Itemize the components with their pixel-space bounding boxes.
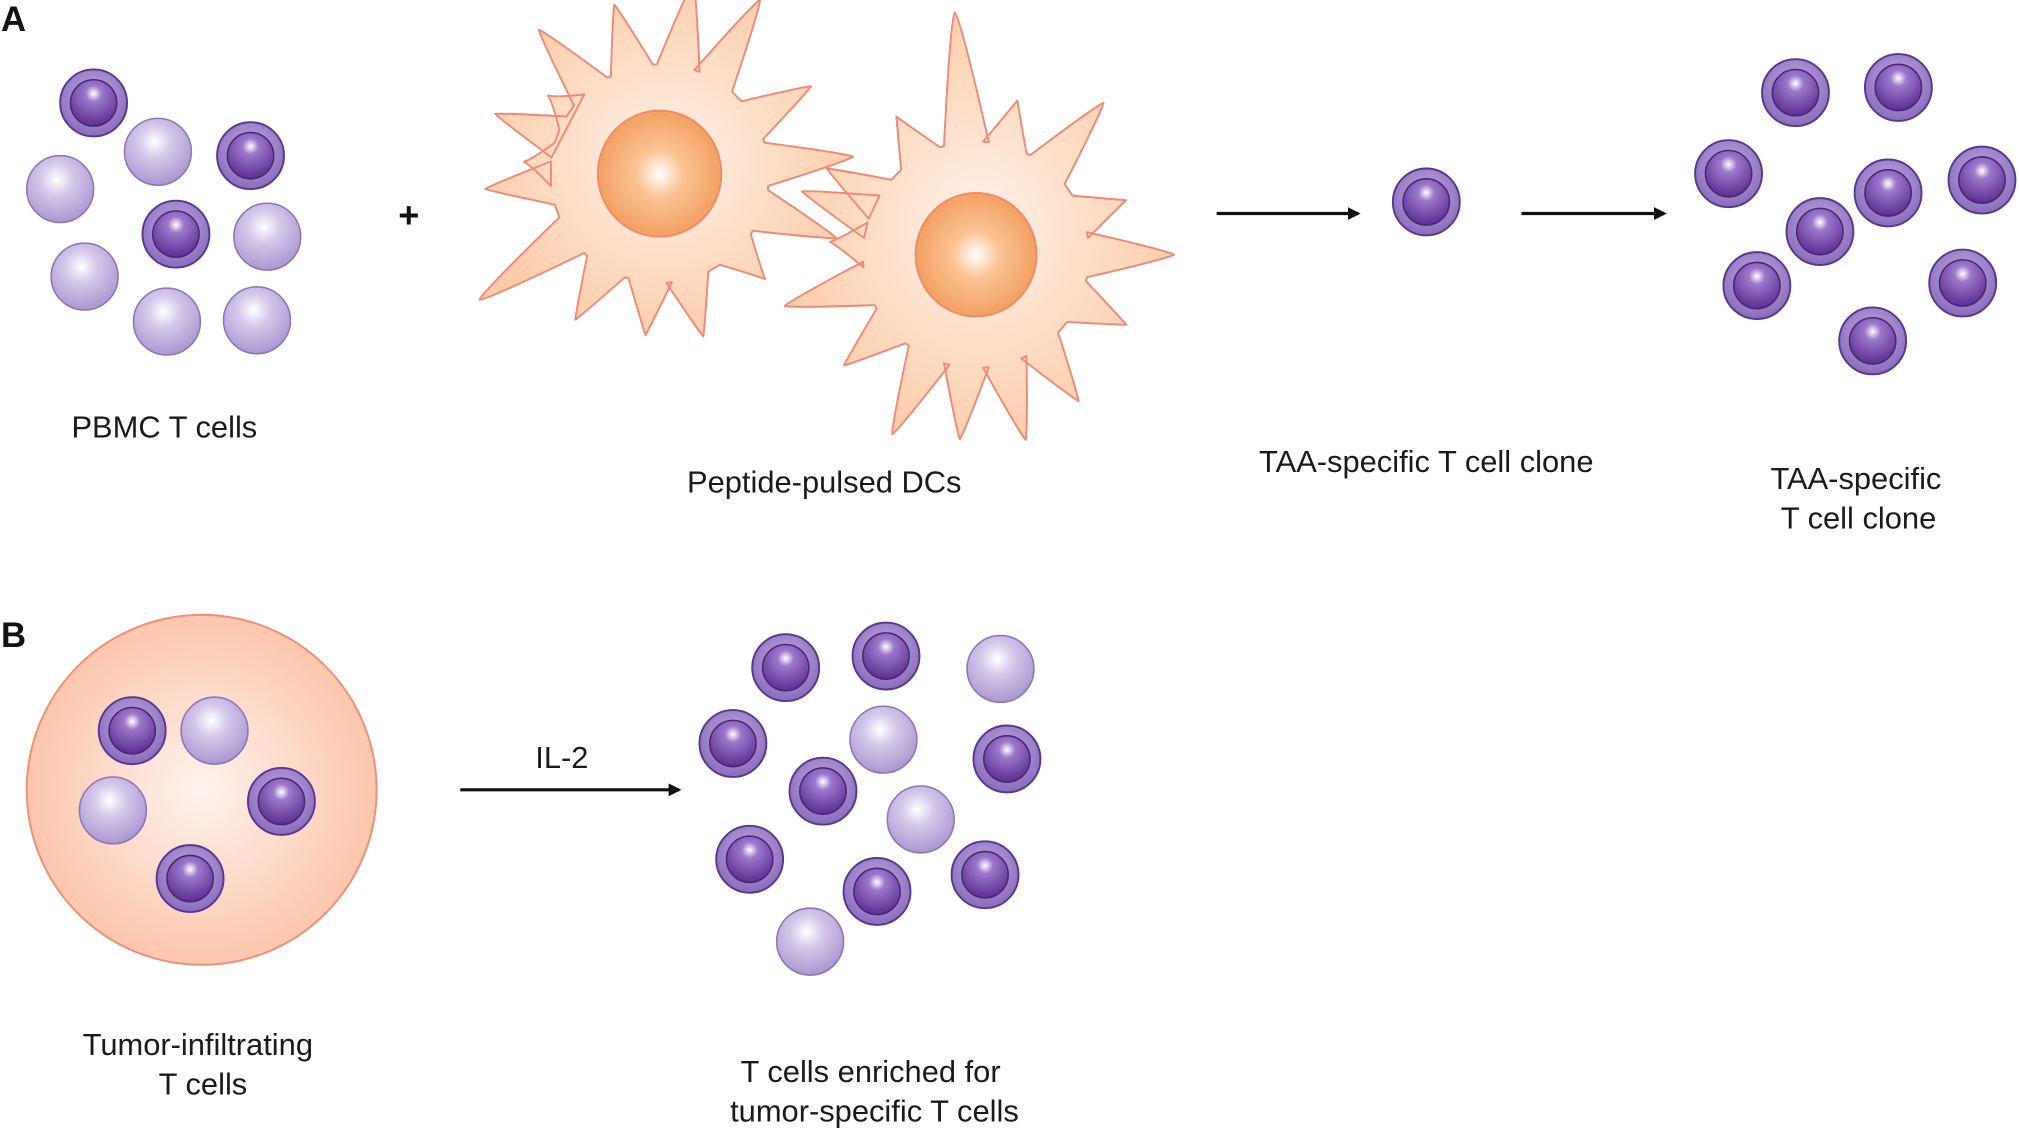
- pbmc-label: PBMC T cells: [71, 409, 257, 444]
- t-cell-light: [233, 202, 302, 271]
- dendritic-cell-1: [478, 0, 855, 338]
- t-cell-specific: [1928, 248, 1998, 318]
- t-cell-specific: [698, 709, 768, 778]
- t-cell-specific: [97, 696, 167, 766]
- t-cell-light: [50, 242, 119, 311]
- t-cell-specific: [842, 857, 912, 926]
- t-cell-light: [886, 785, 955, 854]
- t-cell-specific: [715, 824, 785, 894]
- t-cell-specific: [59, 68, 129, 138]
- t-cell-specific: [216, 121, 285, 191]
- dc-nucleus: [914, 191, 1038, 318]
- t-cell-light: [849, 705, 918, 774]
- il2-label: IL-2: [535, 740, 588, 775]
- panel-label-a: A: [1, 1, 26, 39]
- t-cell-light: [132, 287, 202, 356]
- t-cell-specific: [247, 766, 316, 836]
- dendritic-cells: [478, 0, 1176, 441]
- enriched-label-line2: tumor-specific T cells: [730, 1094, 1019, 1129]
- enriched-label-line1: T cells enriched for: [741, 1054, 1001, 1089]
- panel-label-b: B: [1, 617, 26, 655]
- t-cell-specific: [155, 844, 225, 913]
- t-cell-specific: [788, 756, 858, 826]
- clone-label: TAA-specific T cell clone: [1259, 444, 1593, 479]
- til-label-line2: T cells: [159, 1067, 248, 1102]
- t-cell-specific: [1761, 58, 1830, 128]
- t-cell-light: [123, 117, 193, 187]
- t-cell-light: [78, 776, 148, 845]
- t-cell-specific: [851, 621, 921, 691]
- til-label-line1: Tumor-infiltrating: [83, 1027, 313, 1062]
- dc-label: Peptide-pulsed DCs: [687, 465, 961, 500]
- t-cell-specific: [972, 724, 1042, 794]
- dendritic-cell-2: [783, 11, 1176, 441]
- t-cell-light: [180, 696, 249, 765]
- t-cell-light: [25, 154, 95, 224]
- t-cell-specific: [1947, 145, 2017, 215]
- t-cell-specific: [141, 199, 211, 269]
- t-cell-light: [222, 286, 292, 355]
- t-cell-specific: [1863, 53, 1933, 122]
- t-cell-specific: [1694, 139, 1763, 209]
- t-cell-specific: [950, 840, 1020, 910]
- cell-layer: [25, 53, 2017, 976]
- t-cell-specific: [1391, 167, 1461, 237]
- t-cell-specific: [751, 633, 821, 703]
- tumor-mass: [25, 613, 378, 966]
- t-cell-light: [966, 634, 1035, 704]
- t-cell-light: [775, 907, 845, 976]
- plus-sign: +: [398, 195, 419, 236]
- dc-nucleus: [596, 109, 723, 238]
- t-cell-specific: [1785, 197, 1855, 266]
- t-cell-specific: [1722, 251, 1792, 320]
- t-cell-specific: [1838, 306, 1908, 376]
- t-cell-specific: [1853, 158, 1923, 228]
- expanded-label-line2: T cell clone: [1781, 501, 1937, 536]
- expanded-label-line1: TAA-specific: [1770, 461, 1941, 496]
